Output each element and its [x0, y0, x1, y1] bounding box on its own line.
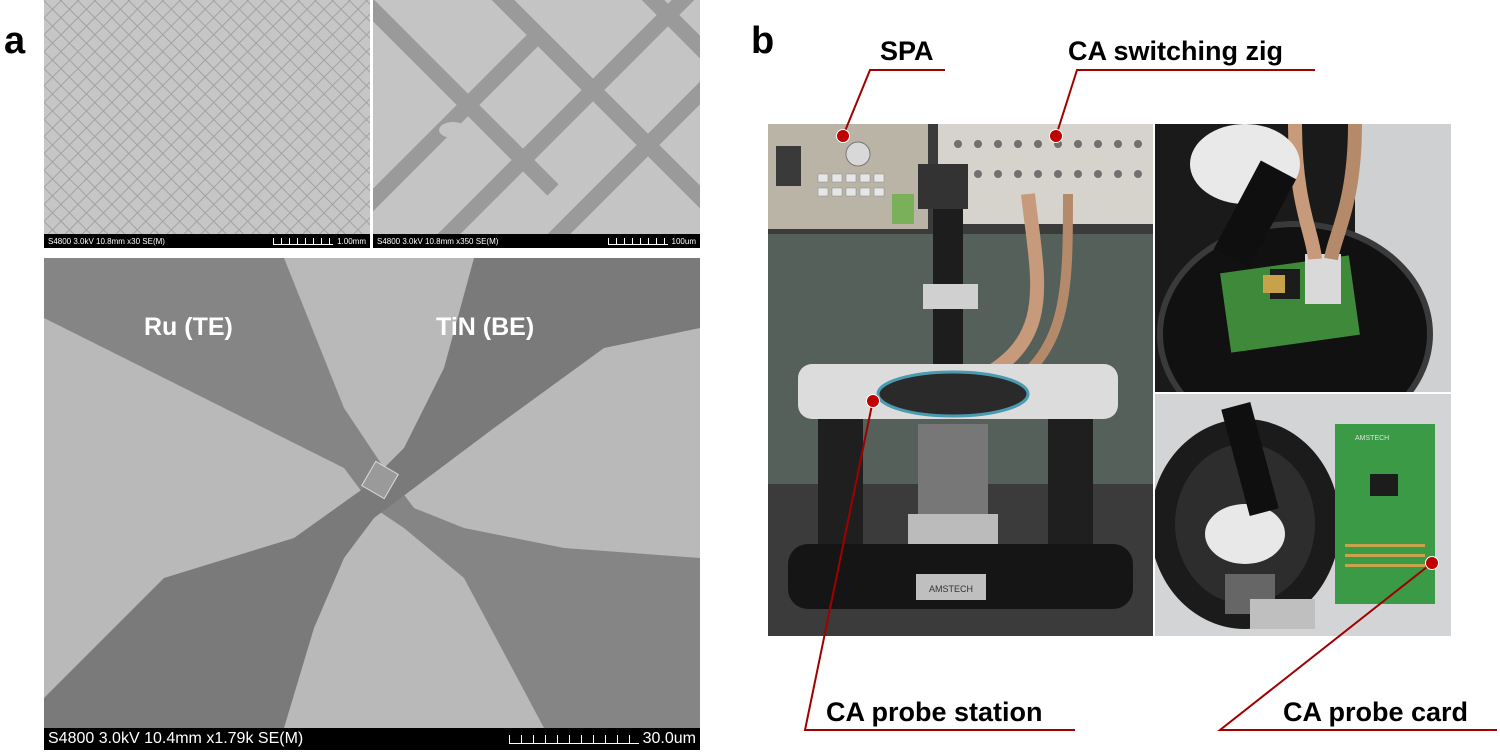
probe-station-marker [866, 394, 880, 408]
switching-marker [1049, 129, 1063, 143]
ru-te-label: Ru (TE) [144, 313, 233, 341]
card-text: AMSTECH [1355, 435, 1389, 442]
callout-probe-station: CA probe station [826, 697, 1043, 727]
sem-info-bar: S4800 3.0kV 10.4mm x1.79k SE(M) 30.0um [44, 728, 700, 750]
probe-card-bottom-illustration: AMSTECH [1155, 394, 1451, 636]
photo-probe-station: AMSTECH [768, 124, 1153, 636]
probe-station-illustration: AMSTECH [768, 124, 1153, 636]
sem-image-x350: S4800 3.0kV 10.8mm x350 SE(M) 100um [373, 0, 700, 248]
callout-switching-zig: CA switching zig [1068, 36, 1283, 66]
probe-card-marker [1425, 556, 1439, 570]
sem-crosspoint-device [44, 258, 700, 728]
spa-marker [836, 129, 850, 143]
sem-info-bar: S4800 3.0kV 10.8mm x30 SE(M) 1.00mm [44, 234, 370, 248]
sem-info-bar: S4800 3.0kV 10.8mm x350 SE(M) 100um [373, 234, 700, 248]
sem-info-text: S4800 3.0kV 10.8mm x30 SE(M) [48, 236, 165, 246]
scale-bar [273, 237, 334, 245]
sem-info-text: S4800 3.0kV 10.4mm x1.79k SE(M) [48, 730, 304, 747]
callout-probe-card: CA probe card [1283, 697, 1469, 727]
panel-b-letter: b [751, 20, 775, 62]
sem-image-x30: S4800 3.0kV 10.8mm x30 SE(M) 1.00mm [44, 0, 370, 248]
sem-scale-text: 1.00mm [337, 236, 366, 246]
probe-card-top-illustration [1155, 124, 1451, 392]
plaque-text: AMSTECH [929, 584, 973, 594]
sem-info-text: S4800 3.0kV 10.8mm x350 SE(M) [377, 236, 499, 246]
scale-bar [508, 734, 639, 744]
photo-probe-card-bottom: AMSTECH [1155, 394, 1451, 636]
panel-a-letter: a [4, 20, 26, 62]
scale-bar [607, 237, 668, 245]
sem-image-x1790: Ru (TE) TiN (BE) S4800 3.0kV 10.4mm x1.7… [44, 258, 700, 750]
sem-grid-pattern [44, 0, 370, 234]
sem-scale-text: 30.0um [642, 730, 696, 747]
sem-crossbar-pattern [373, 0, 700, 234]
callout-spa: SPA [880, 36, 934, 66]
tin-be-label: TiN (BE) [436, 313, 535, 341]
sem-scale-text: 100um [671, 236, 696, 246]
photo-probe-card-top [1155, 124, 1451, 392]
